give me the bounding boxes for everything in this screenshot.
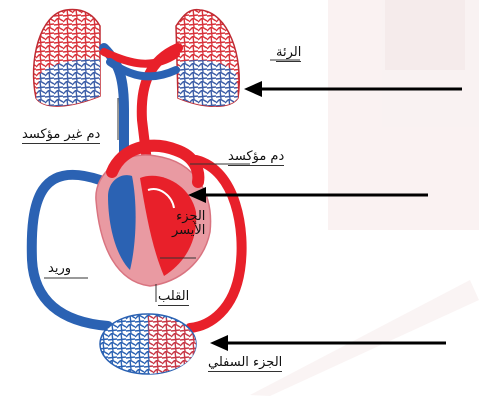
left-side-label: الجزء الأيسر [172,210,205,237]
lung-label: الرئة [276,46,301,62]
vein-label: وريد [48,262,71,276]
right-lung [176,10,239,107]
oxygenated-blood-label: دم مؤكسد [228,150,284,166]
left-lung [34,10,100,107]
heart-label: القلب [158,290,189,306]
lower-body-label: الجزء السفلي [208,356,282,372]
deoxygenated-blood-label: دم غير مؤكسد [22,128,100,144]
lower-body-capillaries [100,314,196,374]
